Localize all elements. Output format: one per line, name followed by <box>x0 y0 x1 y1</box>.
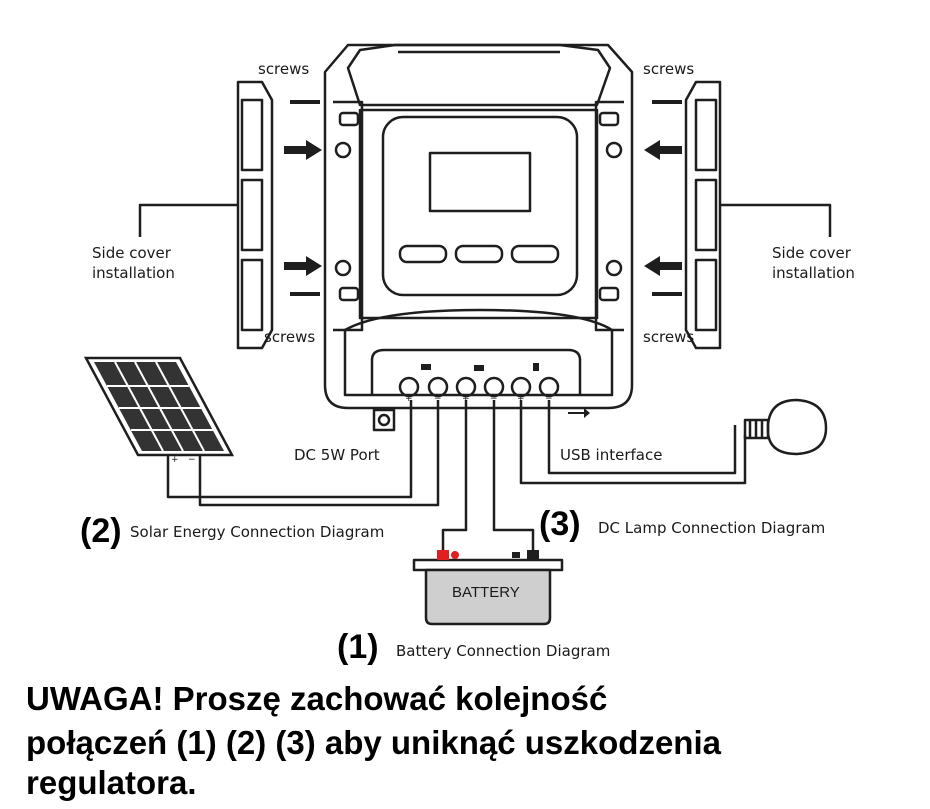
usb-icon <box>568 408 590 418</box>
controller-body <box>323 43 634 410</box>
arrow-right-icon <box>284 256 322 276</box>
battery-label: BATTERY <box>452 584 520 601</box>
warning-line-3: regulatora. <box>26 764 197 801</box>
display-frame <box>381 115 579 297</box>
side-cover-right <box>684 80 722 350</box>
usb-interface-label: USB interface <box>560 446 663 464</box>
screw-icon <box>652 100 682 104</box>
terminal-battery-positive <box>455 376 477 398</box>
battery-positive-post <box>437 550 449 560</box>
screws-label-top-right: screws <box>643 60 695 78</box>
solar-icon <box>421 364 431 370</box>
screw-icon <box>652 292 682 296</box>
controller-face <box>358 108 599 320</box>
terminal-solar-positive <box>398 376 420 398</box>
side-cover-label-right-1: Side cover <box>772 244 851 262</box>
panel-terminal-mark: + <box>171 455 179 465</box>
lamp-connection-label: DC Lamp Connection Diagram <box>598 519 826 537</box>
battery-negative-post <box>527 550 539 560</box>
solar-panel <box>83 356 235 457</box>
terminal-mark: − <box>490 394 498 404</box>
up-button-icon <box>454 244 504 264</box>
controller-lower-bezel <box>343 308 614 397</box>
arrow-left-icon <box>644 256 682 276</box>
screws-label-bottom-left: screws <box>264 328 316 346</box>
lamp-step-number: (3) <box>539 505 581 543</box>
terminal-load-positive <box>510 376 532 398</box>
side-cover-label-right-2: installation <box>772 264 855 282</box>
battery-top <box>412 558 564 572</box>
warning-line-2: połączeń (1) (2) (3) aby uniknąć uszkodz… <box>26 724 721 761</box>
bulb-small-icon <box>533 363 539 371</box>
battery-icon <box>424 568 552 626</box>
terminal-battery-negative <box>483 376 505 398</box>
terminal-solar-negative <box>427 376 449 398</box>
battery-small-icon <box>474 365 484 371</box>
warning-line-1: UWAGA! Proszę zachować kolejność <box>26 680 608 717</box>
panel-terminal-mark: − <box>188 455 196 465</box>
battery-step-number: (1) <box>337 628 379 666</box>
dc-port <box>372 408 396 432</box>
lcd-screen <box>428 151 532 213</box>
terminal-mark: − <box>545 394 553 404</box>
terminal-mark: − <box>434 394 442 404</box>
bulb-icon <box>766 398 828 456</box>
side-cover-label-left-1: Side cover <box>92 244 171 262</box>
controller-top-cap <box>346 43 612 107</box>
side-cover-left <box>236 80 274 350</box>
screws-label-top-left: screws <box>258 60 310 78</box>
screw-icon <box>290 292 320 296</box>
terminal-mark: + <box>405 394 413 404</box>
battery-connection-label: Battery Connection Diagram <box>396 642 611 660</box>
terminal-mark: + <box>462 394 470 404</box>
solar-connection-label: Solar Energy Connection Diagram <box>130 523 385 541</box>
down-button-icon <box>510 244 560 264</box>
screws-label-bottom-right: screws <box>643 328 695 346</box>
terminal-load-negative <box>538 376 560 398</box>
arrow-right-icon <box>284 140 322 160</box>
arrow-left-icon <box>644 140 682 160</box>
menu-button-icon <box>398 244 448 264</box>
solar-step-number: (2) <box>80 512 122 550</box>
side-cover-label-left-2: installation <box>92 264 175 282</box>
screw-icon <box>290 100 320 104</box>
dc-port-label: DC 5W Port <box>294 446 380 464</box>
terminal-mark: + <box>517 394 525 404</box>
